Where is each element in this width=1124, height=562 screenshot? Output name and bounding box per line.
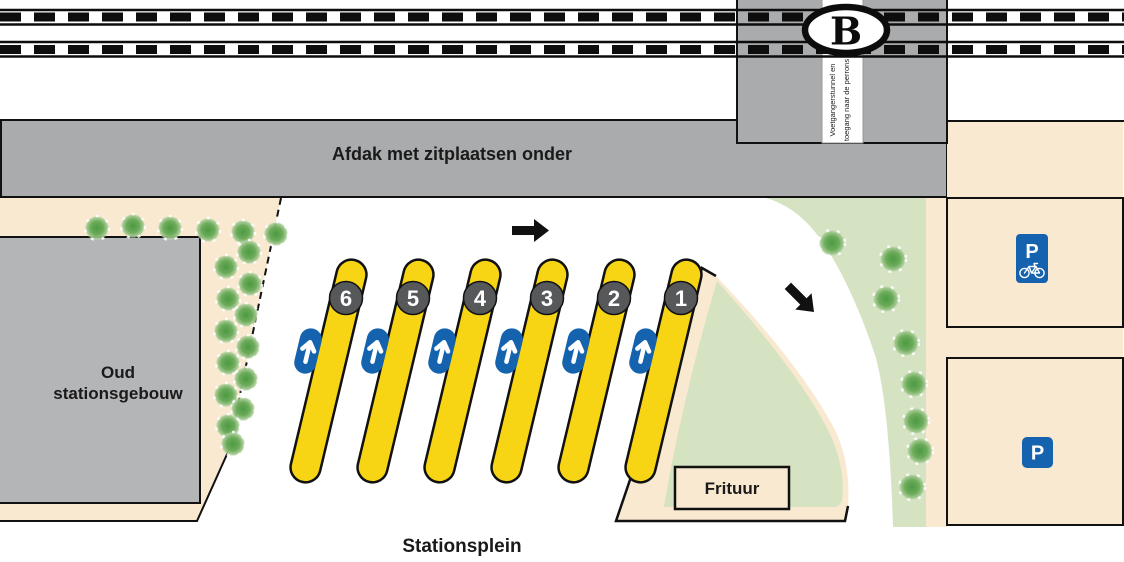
bike-parking-letter: P (1025, 241, 1038, 263)
platform-number-badge (328, 280, 364, 316)
tree-icon (194, 216, 222, 244)
tree-icon (156, 214, 184, 242)
railway-track-lower (0, 40, 1124, 58)
tree-icon (229, 395, 257, 423)
frituur-label: Frituur (705, 479, 760, 498)
tree-icon (899, 369, 929, 399)
tree-icon (897, 472, 927, 502)
frituur-kiosk (673, 465, 791, 511)
car-parking-sign: P (1022, 437, 1053, 468)
canopy-label: Afdak met zitplaatsen onder (332, 144, 572, 164)
flow-arrow-right-icon (512, 219, 549, 242)
sidewalk-gap-between-parkings (947, 327, 1123, 358)
bus-platform: 6 (289, 258, 368, 484)
tree-icon (878, 244, 908, 274)
boarding-arrow-icon (367, 339, 384, 364)
tree-icon (901, 406, 931, 436)
tree-icon (212, 317, 240, 345)
platform-number: 4 (474, 286, 487, 311)
car-parking-letter: P (1031, 443, 1044, 465)
boarding-arrow-icon (434, 339, 451, 364)
boarding-arrow-icon (568, 339, 585, 364)
bus-platform: 2 (557, 258, 636, 484)
tree-icon (817, 228, 847, 258)
square-label: Stationsplein (402, 536, 521, 557)
trees (83, 212, 935, 502)
boarding-arrow-icon (501, 339, 518, 364)
tree-icon (262, 220, 290, 248)
bike-parking-sign: P (1016, 234, 1048, 283)
tree-icon (214, 349, 242, 377)
tree-icon (236, 270, 264, 298)
tree-icon (905, 436, 935, 466)
bus-loop-island-outline (614, 266, 850, 523)
platform-number-badge (596, 280, 632, 316)
tree-icon (212, 253, 240, 281)
boarding-arrow-icon (635, 339, 652, 364)
tunnel-label-line2: toegang naar de perrons (842, 59, 851, 141)
platform-number-badge (395, 280, 431, 316)
bus-platform: 3 (490, 258, 569, 484)
tunnel-label-line1: Voetgangerstunnel en (828, 64, 837, 137)
green-verge-right (766, 198, 928, 527)
bus-platform: 1 (624, 258, 703, 484)
tree-icon (119, 212, 147, 240)
tree-icon (235, 238, 263, 266)
railways-logo: B (801, 3, 891, 57)
bus-platform: 5 (356, 258, 435, 484)
platform-number: 2 (608, 286, 620, 311)
tree-icon (229, 218, 257, 246)
tree-icon (212, 381, 240, 409)
sidewalk-strip-top-right (947, 122, 1123, 197)
railway-track-upper (0, 8, 1124, 26)
tree-icon (234, 333, 262, 361)
sidewalk-strip-right (926, 198, 947, 527)
tunnel-label: Voetgangerstunnel en toegang naar de per… (828, 59, 851, 141)
platform-number: 1 (675, 286, 687, 311)
tree-icon (219, 430, 247, 458)
tree-icon (214, 285, 242, 313)
bus-platforms: 6 5 4 3 (289, 258, 703, 484)
tree-icon (83, 214, 111, 242)
boarding-arrow-icon (300, 339, 317, 364)
flow-arrow-down-right-icon (784, 282, 815, 313)
platform-number: 5 (407, 286, 419, 311)
platform-number-badge (529, 280, 565, 316)
old-station-building (0, 236, 201, 504)
building-label-line2: stationsgebouw (53, 384, 183, 403)
island-grass-wedge (664, 281, 843, 507)
bus-platform: 4 (423, 258, 502, 484)
tree-icon (232, 301, 260, 329)
platform-number: 6 (340, 286, 352, 311)
bicycle-icon (1019, 262, 1045, 279)
tree-icon (232, 365, 260, 393)
sidewalk-solid-edge (0, 451, 229, 522)
tree-icon (871, 284, 901, 314)
platform-number: 3 (541, 286, 553, 311)
railways-logo-letter: B (830, 9, 862, 54)
platform-number-badge (462, 280, 498, 316)
building-label-line1: Oud (101, 363, 135, 382)
tree-icon (891, 328, 921, 358)
platform-number-badge (663, 280, 699, 316)
railways-logo-oval (801, 3, 891, 57)
